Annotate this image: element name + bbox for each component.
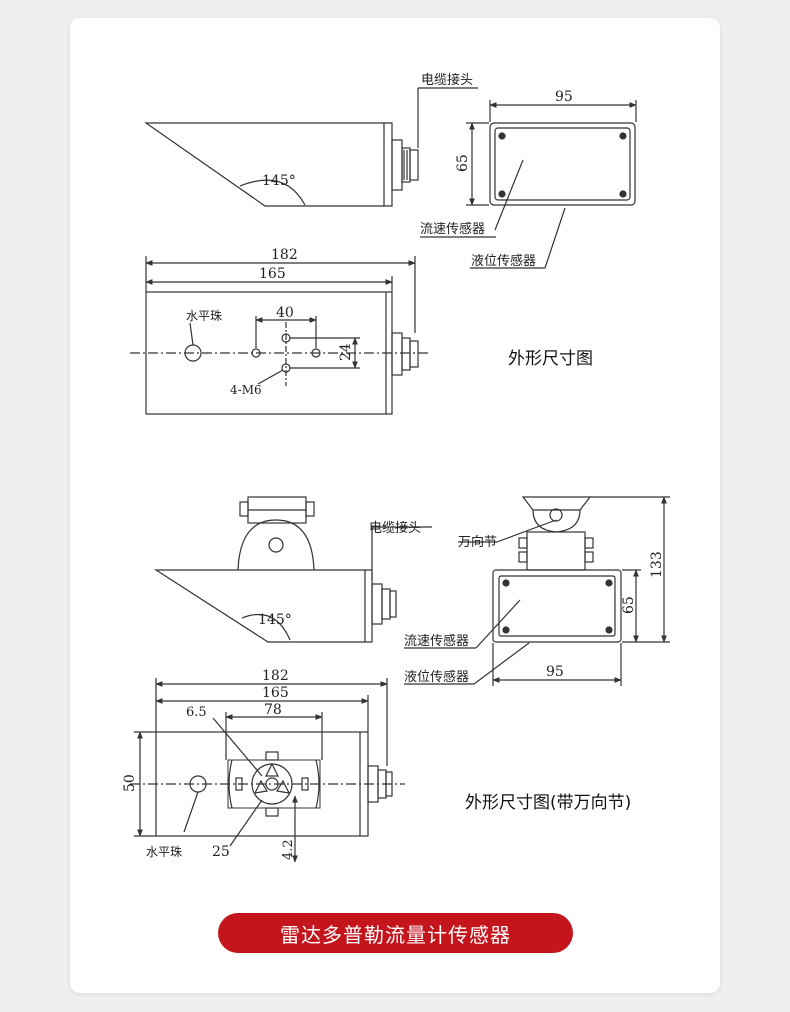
flow-sensor-label-top: 流速传感器 — [420, 221, 485, 237]
dim-small: 6.5 — [186, 705, 207, 720]
dim-offset: 4.2 — [281, 839, 296, 860]
angle-label-bottom: 145° — [258, 612, 292, 628]
dim-width-end-top: 95 — [555, 89, 573, 105]
dim-side: 50 — [122, 774, 138, 792]
side-view-bottom — [153, 496, 432, 643]
level-bubble-label-top: 水平珠 — [186, 309, 222, 323]
dim-total-length-bottom: 182 — [262, 668, 289, 684]
level-bubble-label-bottom: 水平珠 — [146, 845, 182, 859]
side-view-top — [144, 87, 478, 207]
title-banner: 雷达多普勒流量计传感器 — [218, 913, 573, 953]
dim-hole-vertical: 24 — [338, 343, 354, 361]
dim-hole-spacing: 40 — [276, 305, 294, 321]
cable-connector-label-top: 电缆接头 — [421, 72, 473, 88]
dim-body-length-bottom: 165 — [262, 685, 289, 701]
holes-label: 4-M6 — [230, 383, 262, 397]
angle-label-top: 145° — [262, 173, 296, 189]
dim-height-end-bottom: 65 — [621, 596, 637, 614]
end-view-bottom — [404, 496, 670, 686]
dim-bracket: 78 — [264, 702, 282, 718]
flow-sensor-label-bottom: 流速传感器 — [404, 633, 469, 649]
content-card — [70, 18, 720, 993]
plan-view-top — [130, 256, 430, 415]
dim-height-end-top: 65 — [455, 154, 471, 172]
level-sensor-label-bottom: 液位传感器 — [404, 669, 469, 685]
end-view-top — [420, 100, 637, 269]
universal-joint-label: 万向节 — [458, 534, 497, 550]
plan-view-bottom — [130, 678, 405, 863]
dim-total-length-top: 182 — [271, 247, 298, 263]
cable-connector-label-bottom: 电缆接头 — [369, 520, 421, 536]
caption-top: 外形尺寸图 — [508, 349, 593, 369]
level-sensor-label-top: 液位传感器 — [471, 253, 536, 269]
dim-total-height-bottom: 133 — [649, 551, 665, 578]
dim-body-length-top: 165 — [259, 266, 286, 282]
dim-width-end-bottom: 95 — [546, 664, 564, 680]
caption-bottom: 外形尺寸图(带万向节) — [465, 793, 632, 813]
dim-radius: 25 — [212, 844, 230, 860]
